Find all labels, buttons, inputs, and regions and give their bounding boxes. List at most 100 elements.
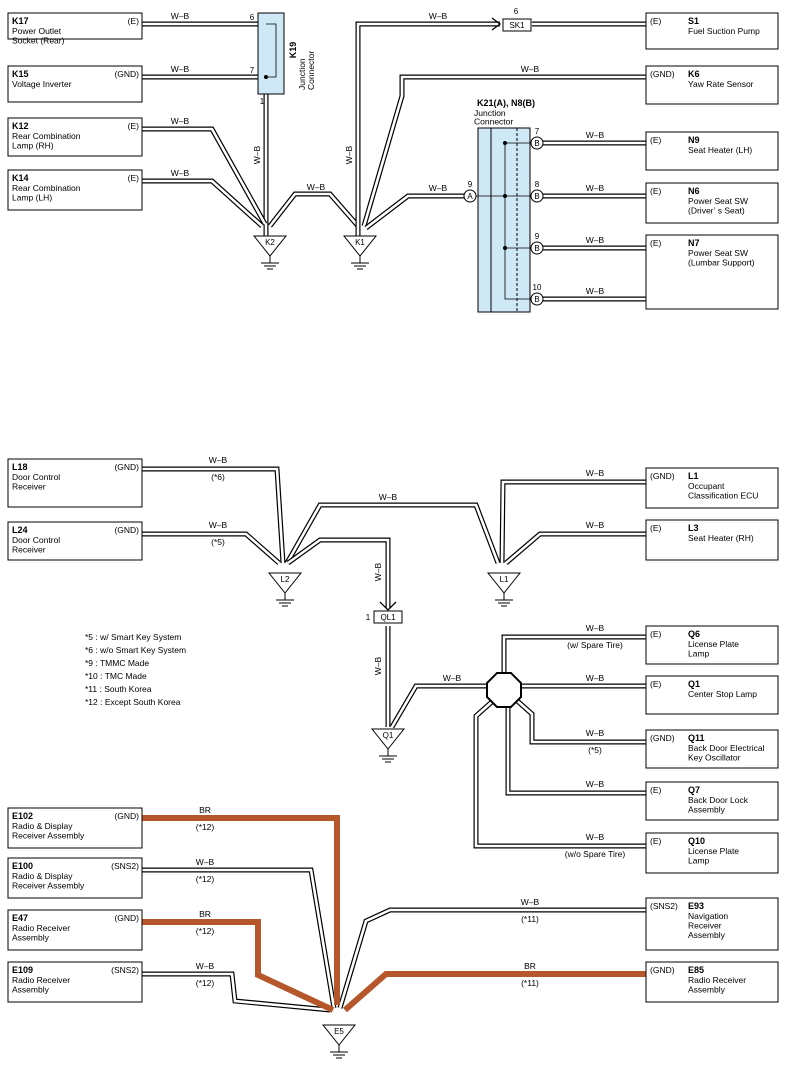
wire-outline (512, 696, 646, 745)
pin-circle (530, 241, 544, 255)
terminal-label-k6: (GND) (650, 69, 675, 79)
legend-item: *11 : South Korea (85, 684, 152, 694)
wire-core (513, 697, 646, 744)
component-code-q10: Q10 (688, 836, 705, 846)
wire-core (268, 192, 359, 227)
wire-color-label: W–B (586, 728, 605, 738)
wire-color-label: W–B (429, 183, 448, 193)
component-code-e85: E85 (688, 965, 704, 975)
terminal-label-e100: (SNS2) (111, 861, 139, 871)
wire-k2-k1 (268, 191, 360, 228)
component-name-s1: Fuel Suction Pump (688, 26, 760, 36)
wire-color-label: W–B (586, 832, 605, 842)
terminal-label-q11: (GND) (650, 733, 675, 743)
wire-color-label: W–B (209, 520, 228, 530)
wire-color-label: W–B (586, 183, 605, 193)
wire-color-label: W–B (586, 673, 605, 683)
component-name-l3: Seat Heater (RH) (688, 533, 754, 543)
ground-label-e5: E5 (334, 1027, 344, 1036)
wire-color-label: W–B (209, 455, 228, 465)
component-box-e102 (7, 807, 143, 849)
wire-core (390, 684, 490, 728)
inline-arrow (379, 601, 397, 611)
component-code-l3: L3 (688, 523, 699, 533)
wire-color-label: W–B (586, 130, 605, 140)
terminal-label-k14: (E) (128, 173, 140, 183)
component-code-q6: Q6 (688, 629, 700, 639)
wire-core (365, 194, 464, 230)
wire-outline (284, 502, 501, 565)
wire-hub-q11 (512, 696, 646, 745)
terminal-label-q1: (E) (650, 679, 662, 689)
ground-triangle-l1 (486, 572, 522, 594)
legend-item: *5 : w/ Smart Key System (85, 632, 181, 642)
ground-triangle-k1 (342, 235, 378, 257)
wire-e100-e5 (142, 867, 337, 1009)
pin-number: 7 (535, 127, 540, 136)
pin-circle (530, 292, 544, 306)
terminal-label-q10: (E) (650, 836, 662, 846)
wire-color-label: W–B (373, 562, 383, 581)
component-code-e47: E47 (12, 913, 28, 923)
pin-circle (530, 189, 544, 203)
junction-code-k21: K21(A), N8(B) (477, 98, 535, 108)
ground-label-l2: L2 (281, 575, 290, 584)
terminal-label-q6: (E) (650, 629, 662, 639)
terminal-label-e85: (GND) (650, 965, 675, 975)
wire-color-label: W–B (586, 623, 605, 633)
wire-note: (*5) (588, 745, 602, 755)
wire-color-label: W–B (373, 656, 383, 675)
terminal-label-l24: (GND) (114, 525, 139, 535)
terminal-label-n6: (E) (650, 186, 662, 196)
component-box-e93 (645, 897, 779, 951)
component-code-k15: K15 (12, 69, 29, 79)
component-box-k6 (645, 65, 779, 105)
pin-letter: B (534, 192, 539, 201)
component-box-l3 (645, 519, 779, 561)
wire-l3-l1 (504, 531, 646, 565)
wire-note: (*5) (211, 537, 225, 547)
ground-label-l1: L1 (500, 575, 509, 584)
wire-note: (*11) (521, 914, 539, 924)
inline-label-ql1: QL1 (380, 613, 396, 622)
component-box-q7 (645, 781, 779, 821)
wire-color-label: W–B (252, 145, 262, 164)
wire-outline (473, 698, 646, 849)
wire-k6-k1 (361, 74, 646, 227)
component-box-q11 (645, 729, 779, 769)
component-box-n7 (645, 234, 779, 310)
pin-number: 1 (260, 97, 265, 106)
component-box-k14 (7, 169, 143, 211)
pin-number: 6 (250, 13, 255, 22)
wire-core (502, 635, 646, 676)
legend-item: *9 : TMMC Made (85, 658, 149, 668)
wire-color-label: W–B (171, 168, 190, 178)
component-code-k17: K17 (12, 16, 29, 26)
wire-core (142, 532, 280, 564)
wire-hub-q10 (473, 698, 646, 849)
component-box-q10 (645, 832, 779, 874)
component-box-l24 (7, 521, 143, 561)
ground-triangle-e5 (321, 1024, 357, 1046)
terminal-label-l3: (E) (650, 523, 662, 533)
wire-color-label: W–B (586, 468, 605, 478)
inline-arrow (491, 17, 502, 31)
wire-color-label: BR (524, 961, 536, 971)
component-code-k6: K6 (688, 69, 700, 79)
junction-internal (504, 142, 536, 300)
component-code-e100: E100 (12, 861, 33, 871)
splice-hub (486, 672, 522, 708)
pin-letter: B (534, 244, 539, 253)
terminal-label-l18: (GND) (114, 462, 139, 472)
terminal-label-e47: (GND) (114, 913, 139, 923)
terminal-label-n7: (E) (650, 238, 662, 248)
wire-color-label: W–B (344, 145, 354, 164)
component-code-q1: Q1 (688, 679, 700, 689)
